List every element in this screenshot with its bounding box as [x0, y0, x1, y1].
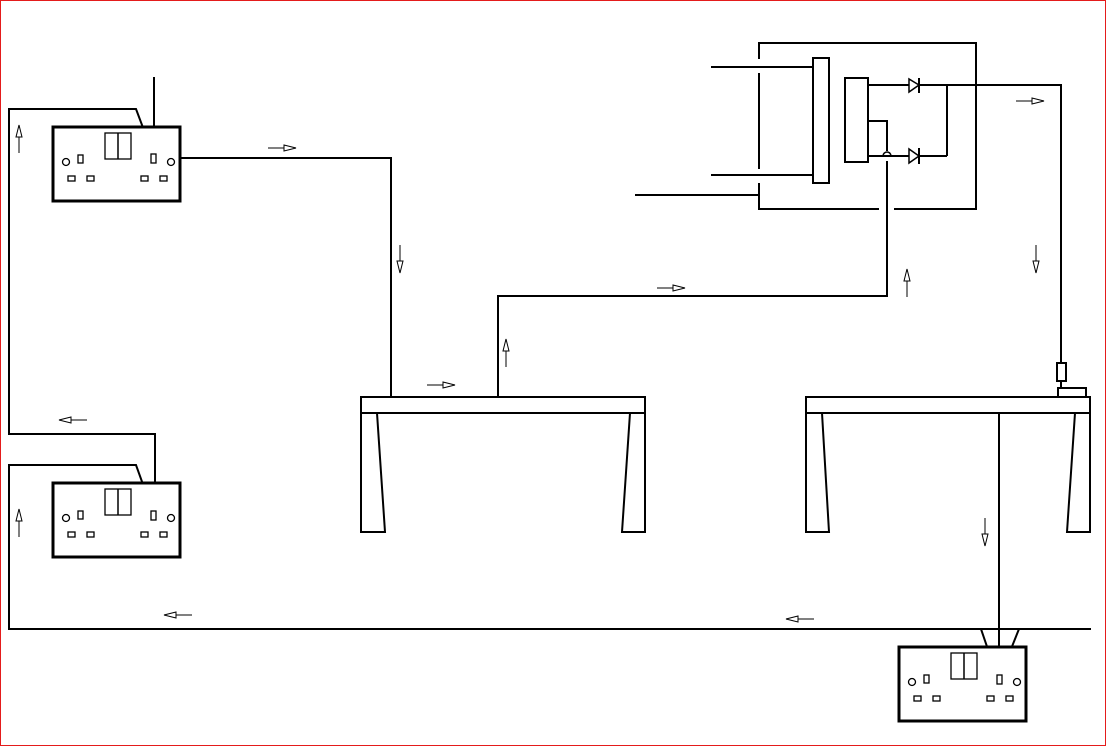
terminal — [150, 510, 157, 521]
diode-icon — [908, 77, 921, 94]
double-socket-outlet — [897, 645, 1028, 723]
arrow-down-icon — [981, 518, 989, 547]
arrow-right-icon — [1016, 97, 1045, 105]
bench-top — [360, 396, 646, 414]
arrow-up-icon — [15, 508, 23, 537]
bench-leg — [805, 412, 831, 533]
pin-slot — [67, 175, 76, 182]
secondary-tap — [868, 120, 888, 151]
bench-right — [805, 396, 1091, 533]
pin-slot — [140, 175, 149, 182]
pin-slot — [932, 695, 941, 702]
terminal — [150, 153, 157, 164]
screw-icon — [61, 513, 71, 523]
wire-rectifier-output — [947, 84, 1062, 363]
enclosure-outline — [758, 42, 977, 210]
double-socket-outlet — [51, 125, 182, 203]
screw-icon — [166, 513, 176, 523]
pin-slot — [913, 695, 922, 702]
bench-leg — [360, 412, 387, 533]
earth-pin-slot — [923, 674, 930, 684]
screw-icon — [907, 677, 917, 687]
pin-slot — [159, 531, 168, 538]
arrow-right-icon — [268, 144, 297, 152]
wire-socket1-to-bench1 — [157, 157, 392, 397]
wire-bench1-to-transformer — [497, 161, 888, 397]
arrow-left-icon — [163, 611, 192, 619]
arrow-right-icon — [657, 284, 686, 292]
screw-icon — [61, 157, 71, 167]
fuse-icon — [1056, 362, 1087, 398]
arrow-up-icon — [502, 338, 510, 367]
arrow-up-icon — [15, 124, 23, 153]
screw-icon — [166, 157, 176, 167]
bench-top — [805, 396, 1091, 414]
terminal — [996, 674, 1003, 685]
pin-slot — [86, 531, 95, 538]
pin-slot — [140, 531, 149, 538]
bench-leg — [1065, 412, 1091, 533]
pin-slot — [67, 531, 76, 538]
arrow-down-icon — [1032, 245, 1040, 274]
double-socket-outlet — [51, 481, 182, 559]
enclosure-outline-bottom — [758, 183, 879, 210]
earth-pin-slot — [77, 154, 84, 164]
arrow-down-icon — [396, 245, 404, 274]
transformer-primary — [812, 57, 830, 184]
arrow-right-icon — [427, 381, 456, 389]
pin-slot — [1005, 695, 1014, 702]
wire-crossover-icon — [882, 151, 892, 157]
arrow-up-icon — [903, 268, 911, 297]
earth-pin-slot — [77, 510, 84, 520]
pin-slot — [986, 695, 995, 702]
arrow-left-icon — [785, 615, 814, 623]
bench-leg — [620, 412, 646, 533]
transformer-assembly — [635, 42, 977, 210]
screw-icon — [1012, 677, 1022, 687]
pin-slot — [86, 175, 95, 182]
diode-icon — [908, 147, 921, 165]
pin-slot — [159, 175, 168, 182]
arrow-left-icon — [58, 416, 87, 424]
transformer-secondary — [844, 77, 869, 163]
wire-left-loop-upper — [8, 108, 156, 515]
bench-left — [360, 396, 646, 533]
